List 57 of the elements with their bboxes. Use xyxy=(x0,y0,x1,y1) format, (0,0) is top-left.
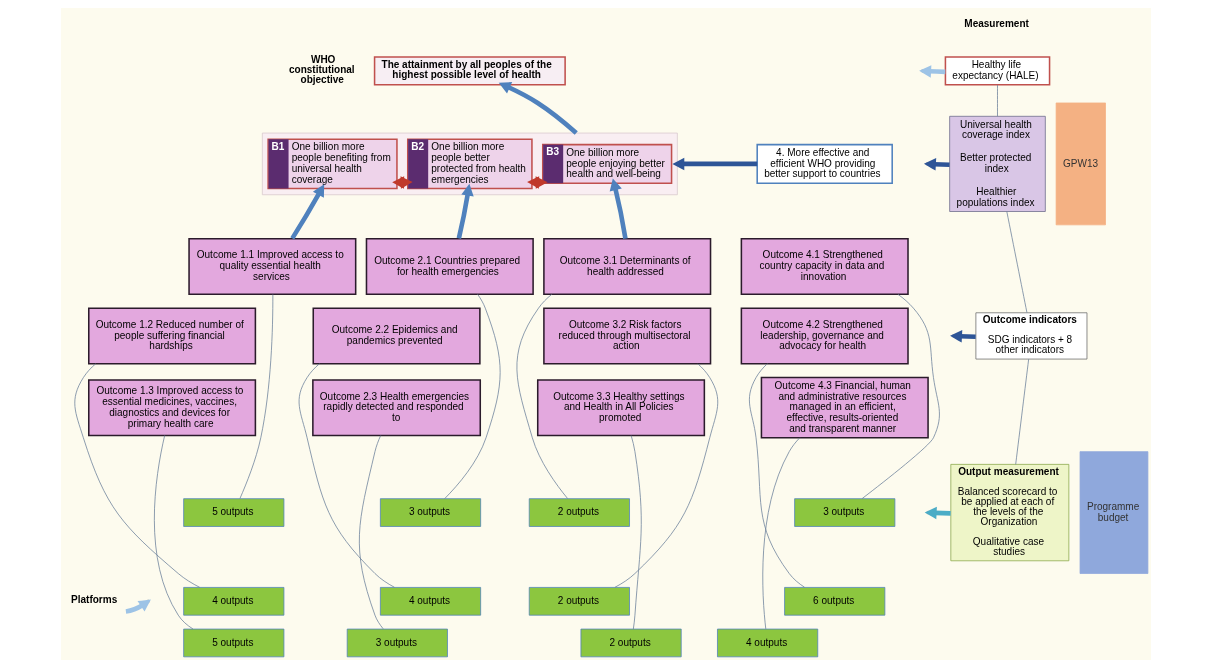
arrow xyxy=(289,184,324,240)
node-box: 5 outputs xyxy=(182,498,284,527)
node-box: 5 outputs xyxy=(182,628,284,658)
node-box: Outcome 1.3 Improved access to essential medicines, vaccines, diagnostics and devices for primary health care xyxy=(87,379,256,437)
arrow xyxy=(456,183,474,239)
connector xyxy=(1014,358,1029,465)
label: WHO constitutional objective xyxy=(288,54,355,86)
connector xyxy=(516,294,568,499)
node-box: 4. More effective and efficient WHO providing better support to countries xyxy=(755,143,893,184)
node-box: Outcome 2.1 Countries prepared for health emergencies xyxy=(365,237,534,296)
node-box: 4 outputs xyxy=(182,587,284,616)
node-box: Outcome 3.1 Determinants of health addressed xyxy=(542,237,711,296)
node-box: 2 outputs xyxy=(528,498,630,527)
node-box: 3 outputs xyxy=(346,628,448,658)
connector xyxy=(239,294,273,499)
node-box: 3 outputs xyxy=(379,498,481,527)
connector xyxy=(1005,211,1027,314)
node-box: 4 outputs xyxy=(379,587,481,616)
node-box: GPW13 xyxy=(1055,102,1106,226)
label: Measurement xyxy=(963,17,1029,29)
connector xyxy=(630,435,642,630)
node-box: 2 outputs xyxy=(528,587,630,616)
node-box: Outcome 4.2 Strengthened leadership, governance and advocacy for health xyxy=(740,307,909,365)
node-box: Outcome 1.1 Improved access to quality essential health services xyxy=(187,237,356,296)
arrow xyxy=(671,157,757,171)
connector xyxy=(358,435,384,630)
connector xyxy=(298,363,395,588)
node-box: Outcome 3.2 Risk factors reduced through multisectoral action xyxy=(542,307,711,365)
node-box: Outcome 4.3 Financial, human and administrative resources managed in an efficient, effective, results-oriented and transparent manner xyxy=(760,376,929,439)
node-box: Outcome 2.3 Health emergencies rapidly detected and responded to xyxy=(311,379,481,437)
connector xyxy=(748,363,805,588)
connector xyxy=(761,437,800,630)
node-box: 4 outputs xyxy=(716,628,818,658)
connector xyxy=(443,294,501,500)
node-box: Universal health coverage index Better protected index Healthier populations index xyxy=(948,115,1046,212)
node-box: Output measurement Balanced scorecard to be applied at each of the levels of the Organization Qualitative case studies xyxy=(949,464,1069,562)
node-box: The attainment by all peoples of the highest possible level of health xyxy=(373,56,566,86)
node-box: Healthy life expectancy (HALE) xyxy=(944,56,1050,86)
connector xyxy=(73,363,200,588)
node-box: Outcome 4.1 Strengthened country capacity in data and innovation xyxy=(740,237,909,296)
node-box: 2 outputs xyxy=(580,628,682,658)
node-box: Outcome indicators SDG indicators + 8 other indicators xyxy=(975,312,1087,360)
arrow xyxy=(498,82,578,135)
node-box: Outcome 2.2 Epidemics and pandemics prevented xyxy=(312,307,481,365)
connector xyxy=(861,293,940,499)
node-text: Platforms xyxy=(70,594,117,606)
node-box: Outcome 1.2 Reduced number of people suffering financial hardships xyxy=(87,307,256,365)
connector xyxy=(614,363,718,588)
node-box: 6 outputs xyxy=(783,587,885,616)
arrow xyxy=(609,178,628,239)
arrow xyxy=(526,176,548,189)
node-box: Outcome 3.3 Healthy settings and Health in All Policies promoted xyxy=(536,379,705,437)
connector xyxy=(153,435,193,630)
node-box: Programme budget xyxy=(1079,451,1148,574)
connector xyxy=(996,84,998,117)
node-box: 3 outputs xyxy=(793,498,895,527)
arrow xyxy=(391,176,413,189)
